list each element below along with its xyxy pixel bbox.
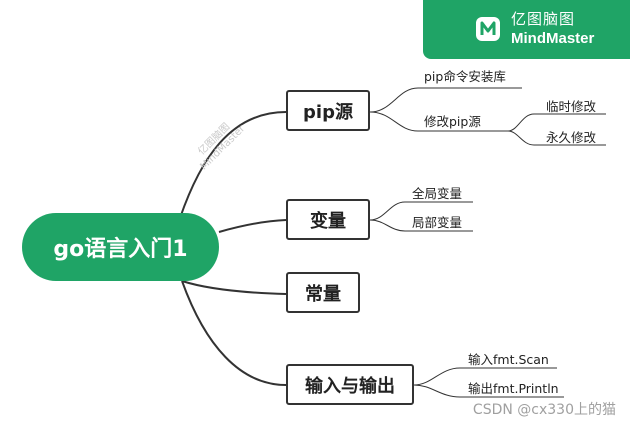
connector-root-pip xyxy=(179,111,287,219)
connector-pip-modify xyxy=(369,111,508,132)
connector-root-io xyxy=(181,280,287,386)
connector-var-local xyxy=(369,219,473,232)
connector-var-global xyxy=(369,201,473,221)
leaf-temp-modify[interactable]: 临时修改 xyxy=(546,99,597,114)
brand-name-en: MindMaster xyxy=(511,30,595,47)
branch-pip-source[interactable]: pip源 xyxy=(286,90,370,131)
connector-modify-perm xyxy=(507,130,606,146)
leaf-local-variable[interactable]: 局部变量 xyxy=(412,215,463,230)
brand-name-cn: 亿图脑图 xyxy=(511,10,576,28)
connector-io-input xyxy=(413,367,557,386)
mindmaster-logo-icon xyxy=(476,17,500,41)
brand-badge: 亿图脑图 MindMaster xyxy=(423,0,630,59)
connector-pip-install xyxy=(369,87,522,113)
root-topic[interactable]: go语言入门1 xyxy=(22,213,219,281)
csdn-footer-watermark: CSDN @cx330上的猫 xyxy=(472,402,616,418)
leaf-perm-modify[interactable]: 永久修改 xyxy=(546,130,597,145)
connector-io-output xyxy=(413,384,564,398)
leaf-output-println[interactable]: 输出fmt.Println xyxy=(468,381,559,396)
branch-variable[interactable]: 变量 xyxy=(286,199,370,240)
branch-constant[interactable]: 常量 xyxy=(286,272,360,313)
connector-modify-temp xyxy=(507,113,606,132)
leaf-input-scan[interactable]: 输入fmt.Scan xyxy=(468,352,549,367)
leaf-pip-install[interactable]: pip命令安装库 xyxy=(424,69,506,84)
leaf-pip-modify[interactable]: 修改pip源 xyxy=(424,114,481,129)
leaf-global-variable[interactable]: 全局变量 xyxy=(412,186,463,201)
branch-input-output[interactable]: 输入与输出 xyxy=(286,364,414,405)
connector-root-constant xyxy=(181,280,287,295)
connector-root-variable xyxy=(218,219,287,233)
